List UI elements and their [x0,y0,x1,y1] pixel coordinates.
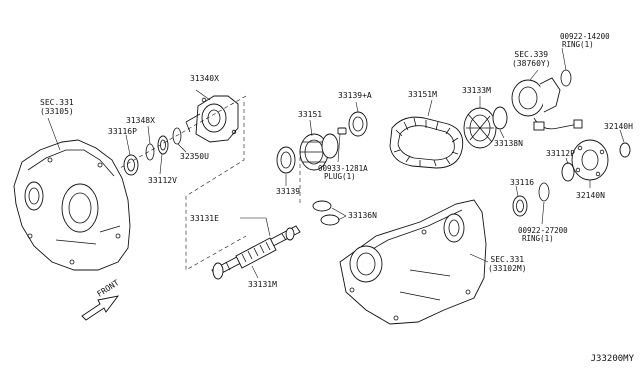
snap-ring-31348x [145,143,155,161]
actuator-sec339 [511,77,583,131]
label-33136n: 33136N [348,211,377,220]
right-case-half [339,199,487,325]
ring-00922-14200 [560,69,572,87]
label-00933-1281a: 00933-1281A [318,164,368,173]
label-sec331-top: SEC.331(33105) [40,98,74,116]
flange-32140n [571,139,609,181]
label-33116p: 33116P [108,127,137,136]
label-32140h: 32140H [604,122,633,131]
label-ring1-bottom: RING(1) [522,234,554,243]
drive-chain-33151m [389,116,464,169]
label-plug1: PLUG(1) [324,172,356,181]
label-32350u: 32350U [180,152,209,161]
label-33131m: 33131M [248,280,277,289]
cap-32140h [619,142,631,158]
mainshaft-33131m [211,225,301,280]
label-ring1-top: RING(1) [562,40,594,49]
label-31340x: 31340X [190,74,219,83]
snap-ring-32350u [172,127,182,145]
label-33151: 33151 [298,110,323,119]
diagram-code: J33200MY [590,354,634,364]
bearing-33138n [492,106,508,130]
left-case-half [13,139,131,271]
front-arrow-icon [81,295,120,321]
leader-lines [47,47,625,279]
label-33112p: 33112P [546,149,575,158]
label-31348x: 31348X [126,116,155,125]
driven-sprocket-33133m [463,107,497,149]
drive-sprocket-33151 [299,133,339,171]
label-sec339: SEC.339(38760Y) [512,50,551,68]
label-33131e: 33131E [190,214,219,223]
label-33139: 33139 [276,187,301,196]
label-00922-27200: 00922-27200 [518,226,568,235]
label-sec331-bottom: SEC.331(33102M) [488,255,527,273]
seal-33112p [561,162,575,182]
label-33112v: 33112V [148,176,177,185]
ring-00922-27200 [538,182,550,202]
label-33151m: 33151M [408,90,437,99]
extension-housing-31340x [185,95,239,143]
label-33138n: 33138N [494,139,523,148]
bearing-33139 [276,146,296,174]
label-33133m: 33133M [462,86,491,95]
plug-00933 [337,127,347,135]
seal-33116 [512,195,528,217]
label-33139a: 33139+A [338,91,372,100]
bearing-33139a [348,111,368,137]
bearing-33136n [312,200,340,226]
seal-33112v [157,135,169,155]
label-32140n: 32140N [576,191,605,200]
label-33116: 33116 [510,178,535,187]
seal-33116p [123,154,139,176]
label-00922-14200: 00922-14200 [560,32,610,41]
